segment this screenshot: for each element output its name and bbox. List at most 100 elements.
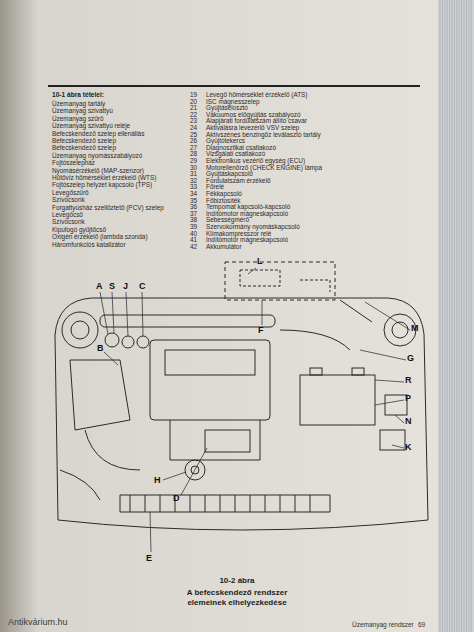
list-item: Szívócsonk xyxy=(52,197,85,203)
list-item: Főbiztosíték xyxy=(206,198,240,204)
list-item: Aktívszénes benzingőz leválasztó tartály xyxy=(206,132,321,138)
list-item: ISC mágnesszelep xyxy=(206,99,260,105)
callout-letter: E xyxy=(146,554,152,563)
list-number: 26 xyxy=(190,138,197,144)
list-item: Aktiválásra levezérlő VSV szelep xyxy=(206,125,299,131)
list-item: Diagnosztikai csatlakozó xyxy=(206,145,276,151)
list-number: 29 xyxy=(190,158,197,164)
list-item: Befecskendező szelep xyxy=(52,138,116,144)
list-item: Gyújtáskapcsoló xyxy=(206,171,253,177)
list-number: 31 xyxy=(190,171,197,177)
callout-letter: P xyxy=(405,394,411,403)
callout-letter: H xyxy=(154,476,161,485)
callout-letter: J xyxy=(123,282,128,291)
page-edge-stroke xyxy=(447,0,448,632)
list-number: 35 xyxy=(190,198,197,204)
list-item: Üzemanyag szűrő xyxy=(52,116,104,122)
list-item: Hűtővíz hőmérséklet érzékelő (WTS) xyxy=(52,175,156,181)
list-item: Vákuumos előgyújtás szabályozó xyxy=(206,112,301,118)
list-item: Forgattyúsház szellőztető (PCV) szelep xyxy=(52,205,164,211)
list-heading: 10-1 ábra tételei: xyxy=(52,92,104,99)
callout-letter: A xyxy=(96,282,103,291)
list-item: Üzemanyag szivattyú xyxy=(52,108,113,114)
watermark: Antikvárium.hu xyxy=(8,618,68,627)
list-item: Fékkapcsoló xyxy=(206,191,242,197)
figure-caption: A befecskendező rendszer elemeinek elhel… xyxy=(167,588,307,608)
page-number: 69 xyxy=(418,622,425,629)
page-edge-stroke xyxy=(459,0,460,632)
callout-letter: K xyxy=(405,443,412,452)
page-edge-stroke xyxy=(452,0,453,632)
list-number: 41 xyxy=(190,237,197,243)
list-number: 30 xyxy=(190,165,197,171)
list-item: Háromfunkciós katalizátor xyxy=(52,242,126,248)
callout-letter: C xyxy=(139,282,146,291)
list-item: Klímakompresszor relé xyxy=(206,231,271,237)
list-number: 20 xyxy=(190,99,197,105)
callout-letter: M xyxy=(411,324,419,333)
list-item: Szervokormány nyomáskapcsoló xyxy=(206,224,300,230)
list-number: 37 xyxy=(190,211,197,217)
page-edge-stroke xyxy=(461,0,462,632)
list-item: Vizsgálati csatlakozó xyxy=(206,151,265,157)
page-edge-stroke xyxy=(456,0,457,632)
callout-letter: B xyxy=(97,344,104,353)
list-item: Elektronikus vezérlő egység (ECU) xyxy=(206,158,305,164)
list-item: Levegő hőmérséklet érzékelő (ATS) xyxy=(206,92,307,98)
list-item: Levegőcső xyxy=(52,212,83,218)
list-item: Sebességmérő xyxy=(206,217,249,223)
list-item: Fordulatszám érzékelő xyxy=(206,178,271,184)
page-edge-stroke xyxy=(468,0,469,632)
callout-letter: L xyxy=(257,257,263,266)
list-item: Szívócsonk xyxy=(52,219,85,225)
list-item: Üzemanyag szivattyú reléje xyxy=(52,123,130,129)
page-edge-stroke xyxy=(444,0,445,632)
list-number: 34 xyxy=(190,191,197,197)
list-item: Tempomat kapcsoló-kapcsoló xyxy=(206,204,290,210)
list-number: 42 xyxy=(190,244,197,250)
list-item: Motorellenőrző (CHECK ENGINE) lámpa xyxy=(206,165,322,171)
list-number: 22 xyxy=(190,112,197,118)
callout-letter: D xyxy=(173,494,180,503)
page-edge-stroke xyxy=(471,0,472,632)
running-footer: Üzemanyag rendszer xyxy=(352,622,414,629)
list-item: Indítómotor mágneskapcsoló xyxy=(206,211,288,217)
page-edge-stroke xyxy=(449,0,450,632)
callout-letter: G xyxy=(407,354,414,363)
list-item: Befecskendező szelep ellenállás xyxy=(52,131,144,137)
list-number: 21 xyxy=(190,105,197,111)
callout-letter: N xyxy=(405,417,412,426)
list-item: Gyújtáselosztó xyxy=(206,105,248,111)
list-item: Alapjárati fordulatszám állító csavar xyxy=(206,118,307,124)
page-edge-stroke xyxy=(442,0,443,632)
list-number: 28 xyxy=(190,151,197,157)
list-number: 24 xyxy=(190,125,197,131)
callout-letter: F xyxy=(258,326,264,335)
list-number: 39 xyxy=(190,224,197,230)
page-edge-stroke xyxy=(466,0,467,632)
list-item: Főrelé xyxy=(206,184,224,190)
page-edge-stroke xyxy=(454,0,455,632)
list-item: Befecskendező szelep xyxy=(52,145,116,151)
page-edge-stroke xyxy=(464,0,465,632)
list-number: 36 xyxy=(190,204,197,210)
list-item: Kipufogó gyűjtőcső xyxy=(52,227,106,233)
page-edge-stroke xyxy=(440,0,441,632)
list-item: Gyújtótekercs xyxy=(206,138,245,144)
list-number: 23 xyxy=(190,118,197,124)
list-number: 25 xyxy=(190,132,197,138)
list-item: Indítómotor mágneskapcsoló xyxy=(206,237,288,243)
list-item: Fojtószelep helyzet kapcsoló (TPS) xyxy=(52,182,152,188)
callout-letter: R xyxy=(405,376,412,385)
callout-letter: S xyxy=(109,282,115,291)
list-item: Üzemanyag tartály xyxy=(52,101,105,107)
list-item: Levegőszűrő xyxy=(52,190,89,196)
list-number: 27 xyxy=(190,145,197,151)
list-number: 32 xyxy=(190,178,197,184)
list-item: Üzemanyag nyomásszabályozó xyxy=(52,153,142,159)
list-item: Nyomásérzékelő (MAP-szenzor) xyxy=(52,168,144,174)
list-number: 19 xyxy=(190,92,197,98)
list-number: 38 xyxy=(190,217,197,223)
list-number: 40 xyxy=(190,231,197,237)
list-item: Oxigén érzékelő (lambda szonda) xyxy=(52,234,148,240)
